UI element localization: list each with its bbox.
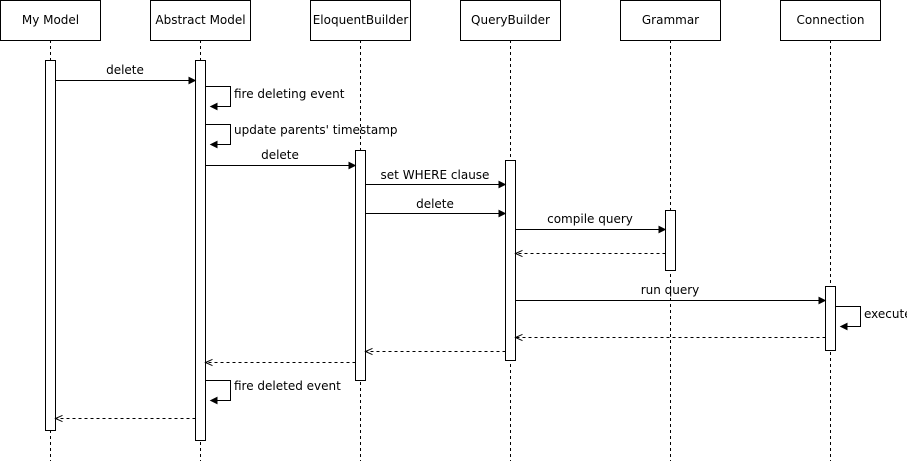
participants: My Model Abstract Model EloquentBuilder … [0,0,881,41]
message-label: fire deleting event [234,87,345,101]
participant-eloquent-builder: EloquentBuilder [310,0,411,41]
participant-my-model: My Model [0,0,101,41]
message-compile-query: compile query [515,212,667,234]
message-fire-deleting-event: fire deleting event [205,86,345,111]
participant-label: Abstract Model [155,13,245,27]
message-fire-deleted-event: fire deleted event [205,379,341,405]
activation-grammar [665,210,676,271]
message-label: update parents' timestamp [234,123,398,137]
message-delete: delete [365,197,507,218]
participant-label: My Model [22,13,79,27]
participant-label: Grammar [642,13,699,27]
activation-my-model [45,60,56,431]
message-label: compile query [547,212,633,226]
lifelines [50,40,831,461]
message-label: delete [106,63,144,77]
message-label: delete [261,148,299,162]
activation-abstract-model [195,60,206,441]
message-label: execute [864,307,907,321]
activations [45,60,836,441]
participant-abstract-model: Abstract Model [150,0,251,41]
message-label: run query [641,283,700,297]
participant-grammar: Grammar [620,0,721,41]
activation-eloquent-builder [355,150,366,381]
participant-query-builder: QueryBuilder [460,0,561,41]
message-delete: delete [205,148,357,170]
message-update-parents-timestamp: update parents' timestamp [205,123,398,149]
message-label: set WHERE clause [381,168,490,182]
message-label: fire deleted event [234,379,341,393]
message-delete: delete [55,63,197,85]
message-set-where-clause: set WHERE clause [365,168,507,189]
message-label: delete [416,197,454,211]
messages: delete fire deleting event update parent… [56,63,907,419]
message-run-query: run query [515,283,827,305]
participant-label: Connection [797,13,865,27]
participant-connection: Connection [780,0,881,41]
message-execute: execute [835,306,907,331]
activation-query-builder [505,160,516,361]
participant-label: EloquentBuilder [313,13,409,27]
activation-connection [825,286,836,351]
participant-label: QueryBuilder [471,13,550,27]
